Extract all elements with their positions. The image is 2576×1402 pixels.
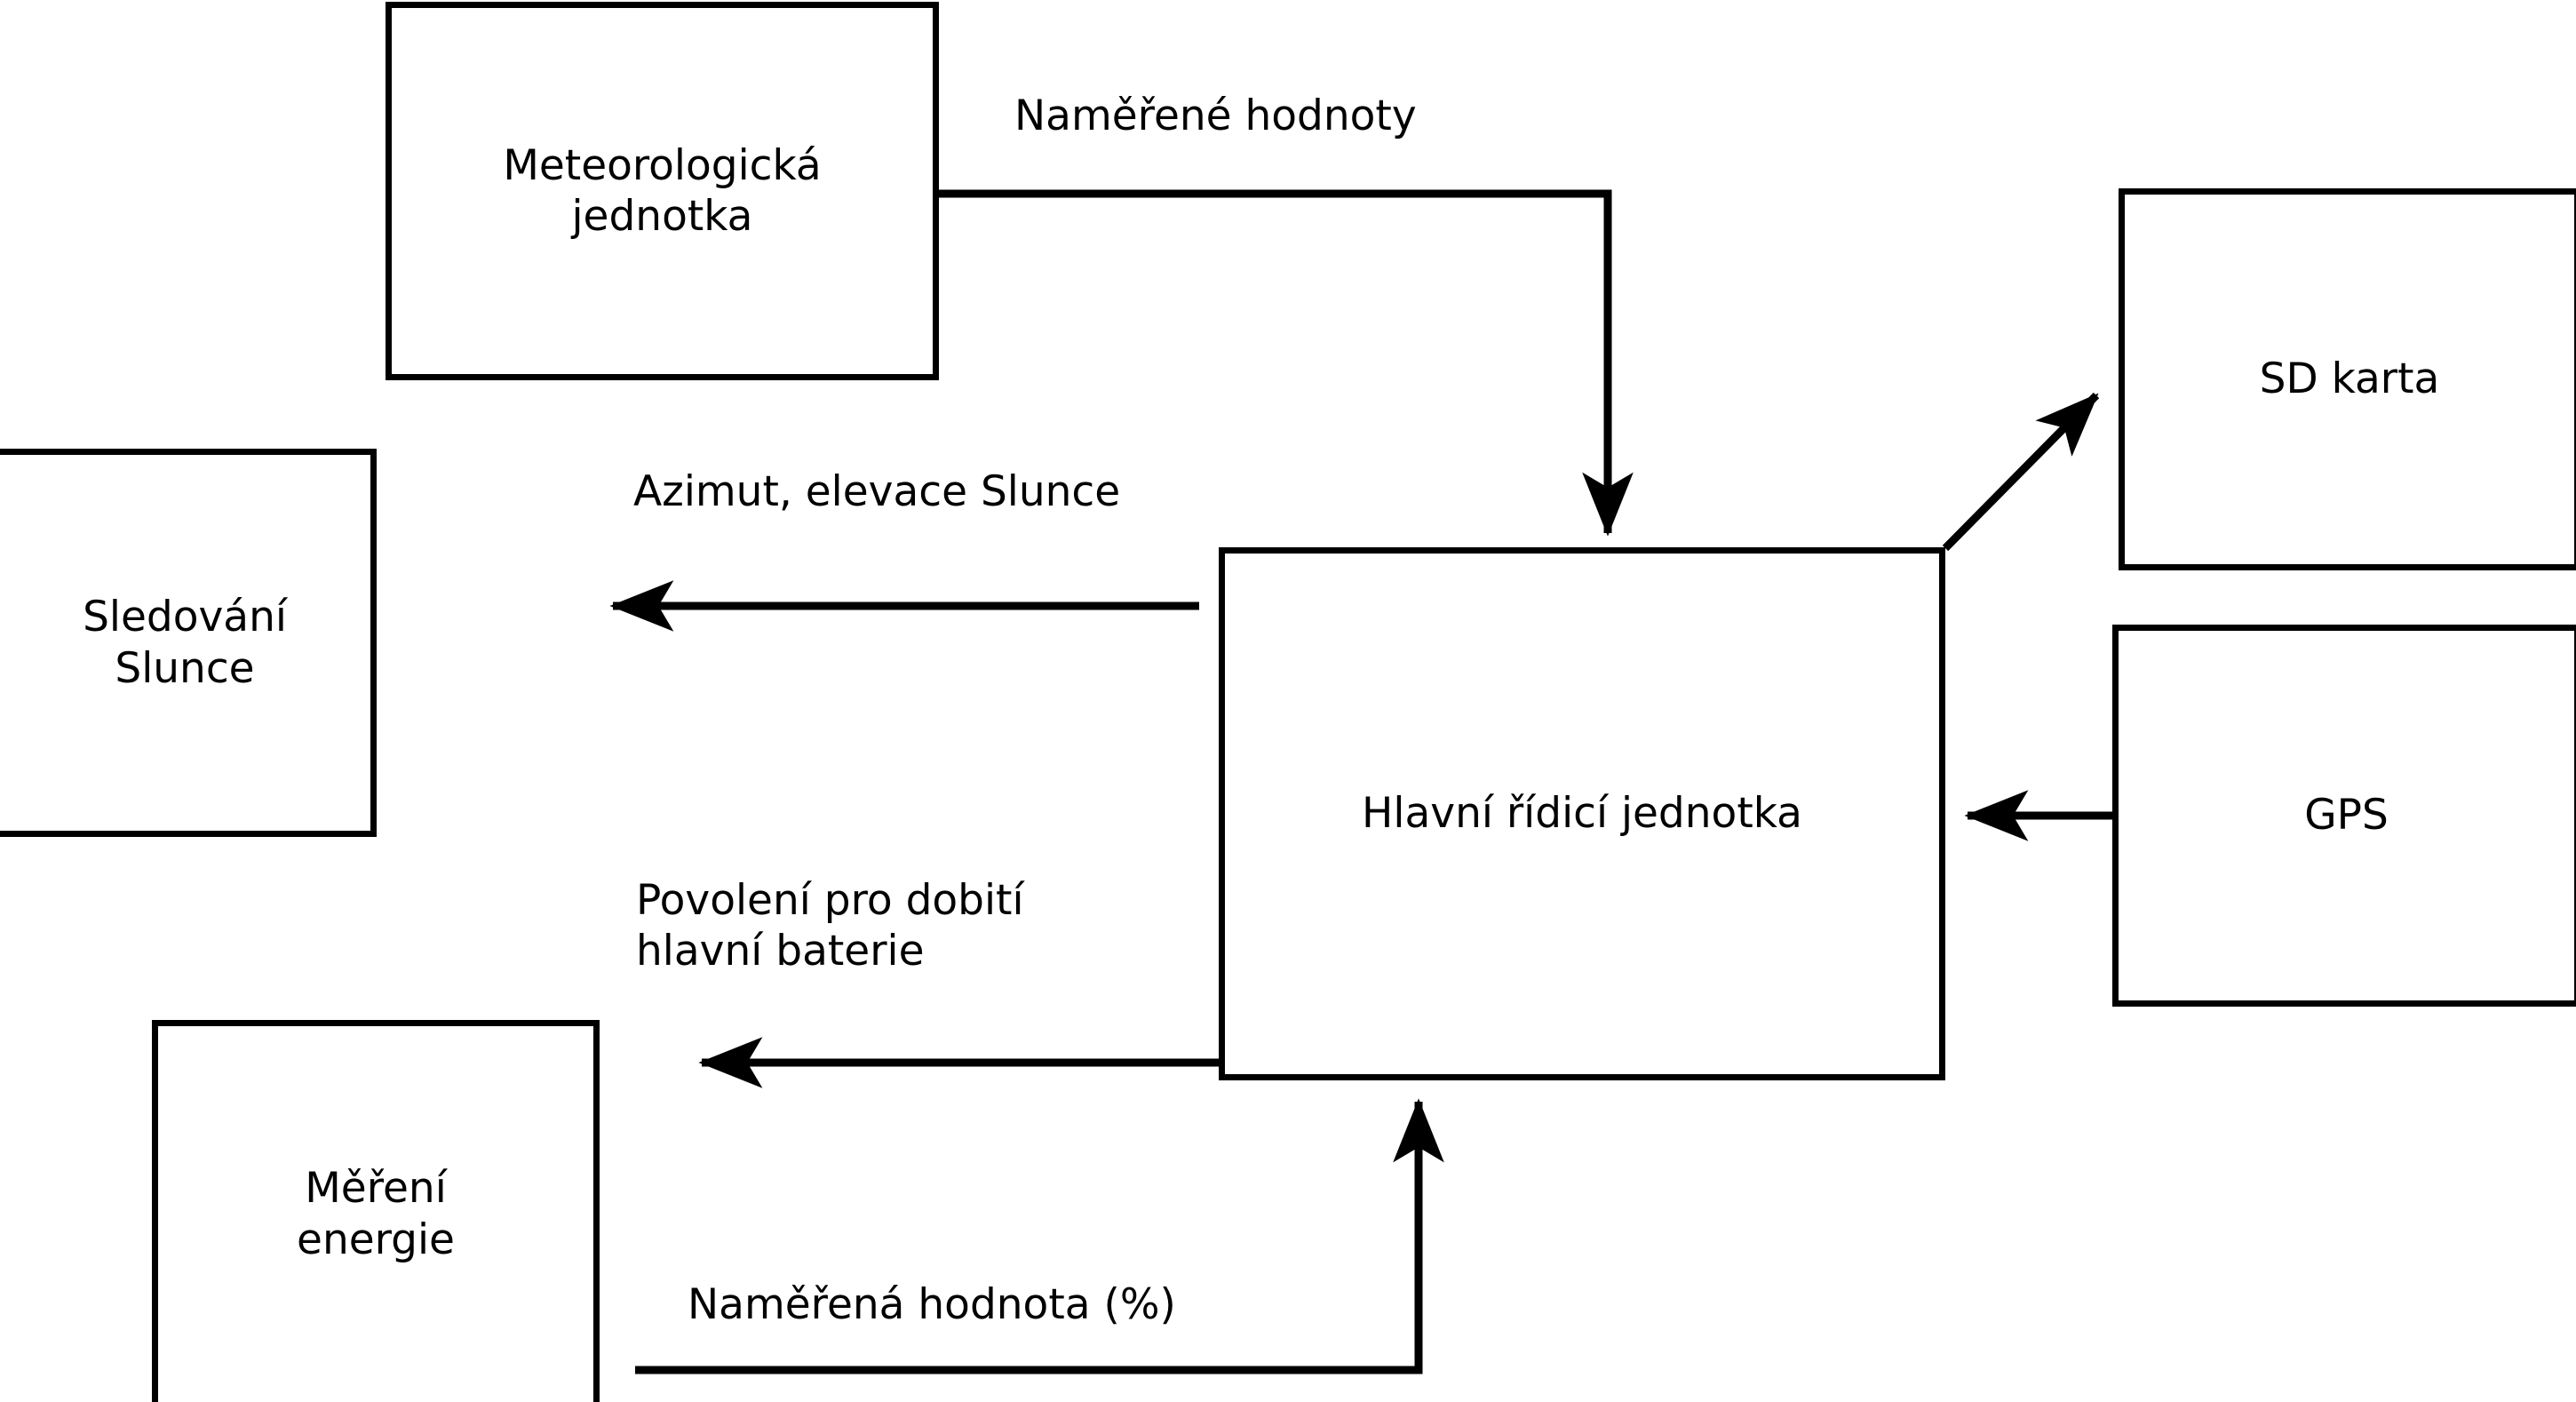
node-label-gps: GPS xyxy=(2304,791,2389,840)
node-meteorological-unit[interactable]: Meteorologická jednotka xyxy=(386,2,939,380)
node-gps[interactable]: GPS xyxy=(2112,625,2576,1007)
edge-label-battery-charge-permission: Povolení pro dobití hlavní baterie xyxy=(636,876,1024,976)
node-label-sd-card: SD karta xyxy=(2259,354,2440,404)
node-label-energy-measurement: Měření energie xyxy=(297,1164,455,1264)
node-sd-card[interactable]: SD karta xyxy=(2119,188,2576,570)
edge-label-measured-value-percent: Naměřená hodnota (%) xyxy=(688,1280,1176,1329)
connector-energy-to-main xyxy=(635,1098,1444,1374)
node-label-main-control-unit: Hlavní řídicí jednotka xyxy=(1362,789,1802,839)
node-label-sun-tracking: Sledování Slunce xyxy=(83,593,287,693)
node-energy-measurement[interactable]: Měření energie xyxy=(152,1020,600,1402)
connector-main-to-sdcard xyxy=(1942,392,2100,552)
node-label-meteorological-unit: Meteorologická jednotka xyxy=(503,140,822,241)
edge-label-azimuth-elevation: Azimut, elevace Slunce xyxy=(633,467,1121,516)
node-main-control-unit[interactable]: Hlavní řídicí jednotka xyxy=(1219,547,1945,1080)
edge-label-measured-values: Naměřené hodnoty xyxy=(1014,92,1417,140)
node-sun-tracking[interactable]: Sledování Slunce xyxy=(0,449,377,837)
connector-meteo-to-main xyxy=(939,189,1634,537)
